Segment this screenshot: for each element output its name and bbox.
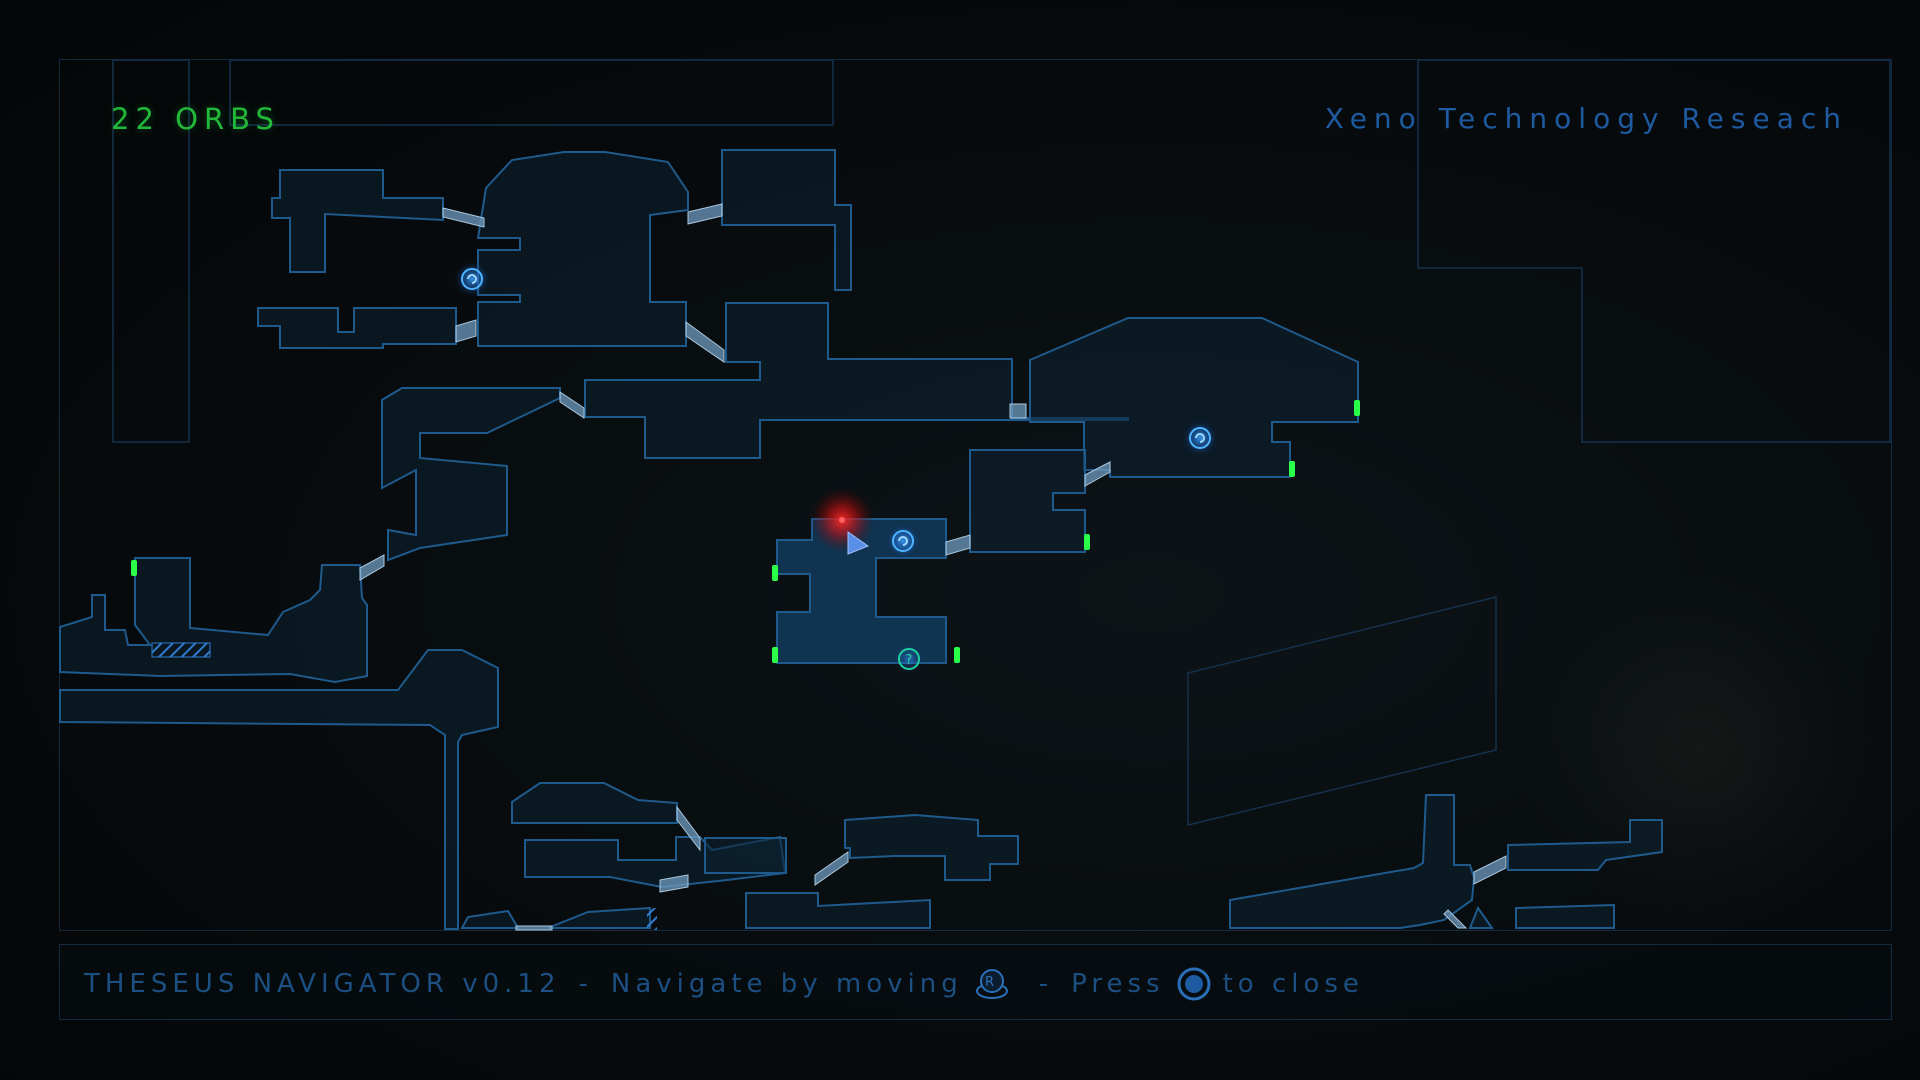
exit-marker [1289, 461, 1295, 477]
close-hint-label: to close [1222, 969, 1364, 999]
map-frame [59, 59, 1892, 931]
player-direction-arrow-icon [847, 531, 870, 555]
unknown-icon-label: ? [906, 653, 913, 668]
rooms [59, 149, 1663, 930]
navigate-hint-label: Navigate by moving [610, 969, 963, 999]
footer-hint: THESEUS NAVIGATOR v0.12 - Navigate by mo… [84, 967, 1364, 1001]
hatched-platform [151, 642, 211, 658]
unknown-icon: ? [893, 643, 925, 675]
right-stick-label: R [985, 975, 999, 990]
orb-counter: 22 ORBS [111, 102, 280, 136]
area-title: Xeno Technology Reseach [1324, 102, 1848, 135]
exit-marker [772, 565, 778, 581]
separator: - [1038, 969, 1054, 999]
hatched-pillar [647, 908, 657, 930]
outside-regions [112, 59, 1891, 826]
app-version-label: THESEUS NAVIGATOR v0.12 [84, 969, 561, 999]
player-marker [810, 488, 874, 555]
exit-marker [772, 647, 778, 663]
orb-icon [885, 523, 921, 559]
right-stick-icon: R [975, 967, 1009, 1001]
orb-icon [454, 261, 490, 297]
separator: - [578, 969, 593, 999]
exit-marker [1354, 400, 1360, 416]
exit-marker [131, 560, 137, 576]
exit-marker [954, 647, 960, 663]
doors [359, 203, 1507, 931]
orb-icon [1182, 420, 1218, 456]
press-label: Press [1071, 969, 1165, 999]
exit-marker [1084, 534, 1090, 550]
close-button-icon[interactable] [1177, 967, 1211, 1001]
exit-markers [131, 400, 1360, 663]
orb-markers[interactable]: ? [454, 261, 1218, 675]
footer-bar: THESEUS NAVIGATOR v0.12 - Navigate by mo… [59, 944, 1892, 1020]
